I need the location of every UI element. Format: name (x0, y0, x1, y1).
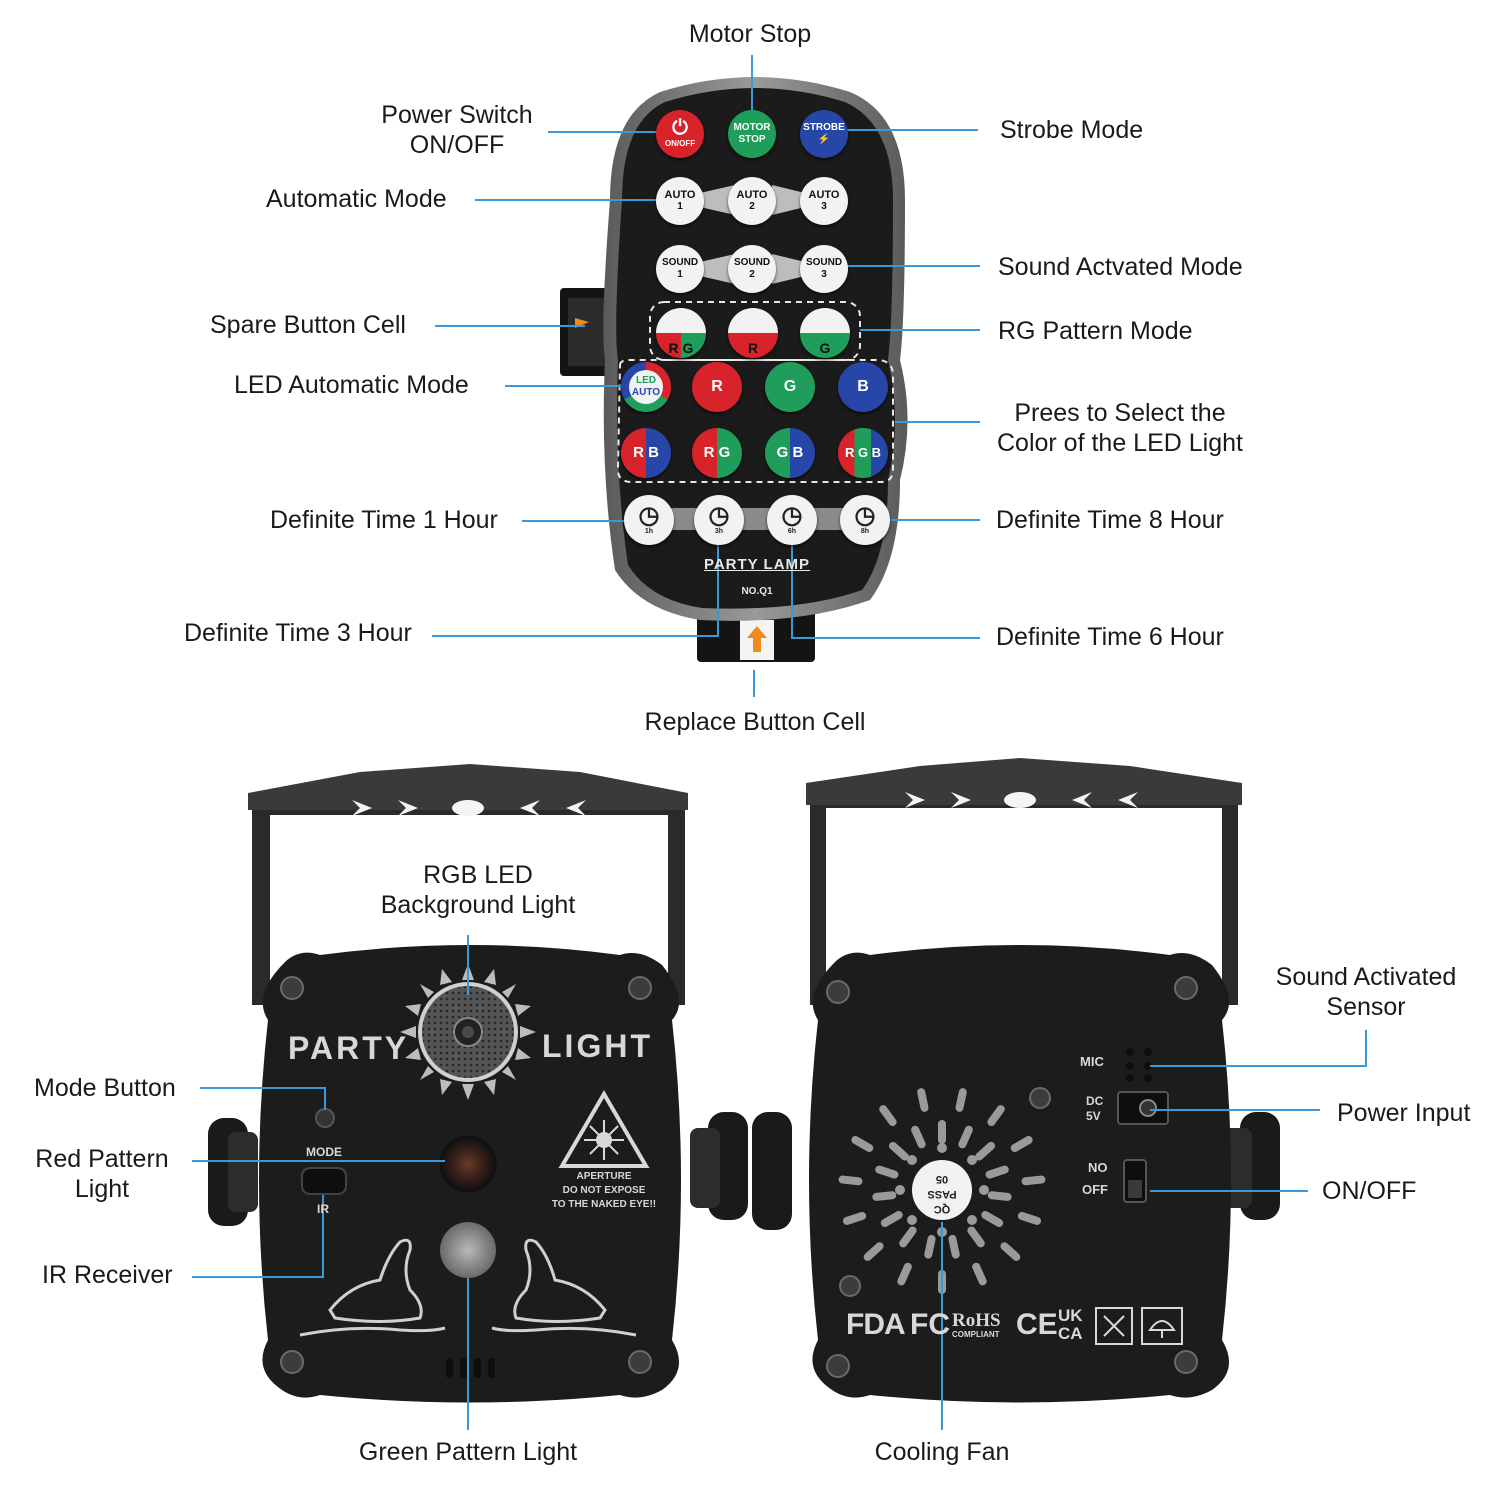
laser-warning-icon (558, 1090, 650, 1168)
motor-stop-button[interactable]: MOTOR STOP (728, 110, 776, 158)
replace-cell-arrow-icon (747, 626, 767, 652)
label-rg-pattern: RG Pattern Mode (998, 317, 1193, 345)
seal-decoration (299, 1238, 637, 1337)
rg-button[interactable]: R G (692, 428, 742, 478)
sound-2-button[interactable]: SOUND 2 (728, 245, 776, 293)
label-sound-sensor: Sound Activated Sensor (1275, 963, 1457, 1021)
label-led-auto: LED Automatic Mode (234, 371, 469, 399)
color-select-frame (616, 359, 894, 483)
dc-5v-text: 5V (1086, 1109, 1101, 1123)
gb-button[interactable]: G B (765, 428, 815, 478)
timer-6h-button[interactable]: ◷ 6h (767, 495, 817, 545)
no-text: NO (1088, 1160, 1108, 1175)
g-pattern-button[interactable]: G (800, 308, 850, 358)
clock-icon: ◷ (708, 502, 730, 529)
rg-pattern-button[interactable]: R G (656, 308, 706, 358)
label-cooling-fan: Cooling Fan (874, 1438, 1010, 1466)
power-icon: ⏻ (672, 117, 688, 139)
led-auto-button[interactable]: LED AUTO (621, 362, 671, 412)
off-text: OFF (1082, 1182, 1108, 1197)
rohs-mark: RoHS (952, 1310, 1001, 1331)
label-red-pattern: Red Pattern Light (35, 1145, 169, 1203)
timer-8h-button[interactable]: ◷ 8h (840, 495, 890, 545)
ir-window (301, 1167, 347, 1195)
green-button[interactable]: G (765, 362, 815, 412)
qc-sticker-text: QC PASS 05 (927, 1173, 957, 1215)
label-spare-cell: Spare Button Cell (210, 311, 406, 339)
remote-brand: PARTY LAMP (703, 556, 811, 573)
auto-1-button[interactable]: AUTO 1 (656, 177, 704, 225)
dc-text: DC (1086, 1094, 1104, 1108)
label-sound-mode: Sound Actvated Mode (998, 253, 1243, 281)
weee-icon (1095, 1307, 1133, 1345)
label-motor-stop: Motor Stop (688, 20, 812, 48)
timer-1h-button[interactable]: ◷ 1h (624, 495, 674, 545)
ca-mark: CA (1058, 1324, 1083, 1343)
mode-text: MODE (306, 1145, 342, 1159)
sound-1-button[interactable]: SOUND 1 (656, 245, 704, 293)
uk-mark: UK (1058, 1306, 1083, 1325)
back-device (752, 758, 1280, 1403)
ir-text: IR (317, 1202, 329, 1216)
keep-dry-icon (1141, 1307, 1183, 1345)
label-select-color: Prees to Select the Color of the LED Lig… (997, 399, 1243, 457)
label-time-1: Definite Time 1 Hour (270, 506, 498, 534)
label-power-input: Power Input (1337, 1099, 1471, 1127)
r-pattern-button[interactable]: R (728, 308, 778, 358)
timer-3h-button[interactable]: ◷ 3h (694, 495, 744, 545)
front-device (208, 764, 748, 1403)
sound-3-button[interactable]: SOUND 3 (800, 245, 848, 293)
mode-button-hole (315, 1108, 335, 1128)
clock-icon: ◷ (854, 502, 876, 529)
rohs-compliant: COMPLIANT (952, 1330, 1000, 1339)
mic-text: MIC (1080, 1054, 1104, 1069)
fda-mark: FDA (846, 1308, 906, 1341)
ce-mark: CE (1016, 1308, 1058, 1341)
remote-model: NO.Q1 (741, 586, 773, 597)
back-left-knob (752, 1112, 792, 1230)
auto-2-button[interactable]: AUTO 2 (728, 177, 776, 225)
red-button[interactable]: R (692, 362, 742, 412)
rgb-button[interactable]: R G B (838, 428, 888, 478)
label-time-8: Definite Time 8 Hour (996, 506, 1224, 534)
red-pattern-lens (439, 1135, 497, 1193)
rgb-led-sun (400, 964, 536, 1100)
brand-party: PARTY (288, 1030, 410, 1066)
label-mode-button: Mode Button (34, 1074, 176, 1102)
blue-button[interactable]: B (838, 362, 888, 412)
label-strobe-mode: Strobe Mode (1000, 116, 1144, 144)
rb-button[interactable]: R B (621, 428, 671, 478)
label-automatic-mode: Automatic Mode (266, 185, 447, 213)
strobe-button[interactable]: STROBE ⚡ (800, 110, 848, 158)
clock-icon: ◷ (638, 502, 660, 529)
lightning-icon: ⚡ (817, 134, 831, 145)
auto-3-button[interactable]: AUTO 3 (800, 177, 848, 225)
warning-do-not: DO NOT EXPOSE (562, 1185, 646, 1196)
label-ir-receiver: IR Receiver (42, 1261, 173, 1289)
label-replace-cell: Replace Button Cell (644, 708, 866, 736)
power-button[interactable]: ⏻ ON/OFF (656, 110, 704, 158)
label-green-pattern: Green Pattern Light (358, 1438, 578, 1466)
warning-naked-eye: TO THE NAKED EYE!! (551, 1199, 657, 1210)
leader-lines (192, 55, 1367, 1430)
label-rgb-led: RGB LED Background Light (380, 861, 576, 919)
brand-light: LIGHT (542, 1028, 653, 1064)
mic-holes (1126, 1048, 1152, 1082)
label-on-off: ON/OFF (1322, 1177, 1417, 1205)
fc-mark: FC (910, 1308, 950, 1341)
cooling-fan-vents (838, 1088, 1046, 1294)
label-time-6: Definite Time 6 Hour (996, 623, 1224, 651)
label-time-3: Definite Time 3 Hour (184, 619, 412, 647)
green-pattern-lens (440, 1222, 496, 1278)
label-power-switch: Power Switch ON/OFF (381, 101, 533, 159)
warning-aperture: APERTURE (576, 1171, 632, 1182)
clock-icon: ◷ (781, 502, 803, 529)
